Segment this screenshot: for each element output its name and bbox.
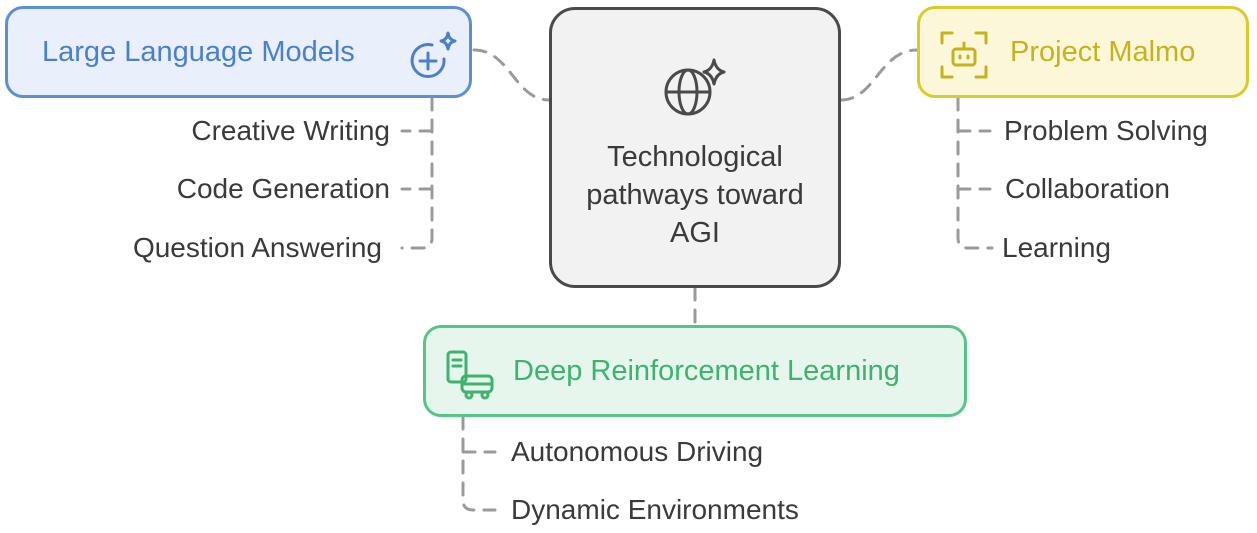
- phone-vehicle-icon: [446, 350, 494, 400]
- branch-deep-reinforcement-learning: Deep Reinforcement Learning: [423, 325, 967, 417]
- list-item: Dynamic Environments: [511, 494, 799, 525]
- branch-title: Project Malmo: [1010, 35, 1196, 68]
- list-item: Learning: [1002, 232, 1111, 263]
- center-node: Technological pathways toward AGI: [549, 7, 841, 288]
- list-item: Code Generation: [176, 173, 390, 204]
- branch-title: Large Language Models: [42, 35, 355, 68]
- branch-project-malmo: Project Malmo: [917, 6, 1249, 98]
- list-item: Question Answering: [132, 232, 382, 263]
- list-item: Creative Writing: [191, 115, 390, 146]
- list-item: Problem Solving: [1004, 115, 1208, 146]
- list-item: Autonomous Driving: [511, 436, 764, 467]
- add-sparkle-icon: [410, 31, 457, 78]
- center-label: Technological pathways toward AGI: [586, 141, 804, 249]
- robot-icon: [940, 31, 988, 79]
- globe-sparkle-icon: [664, 58, 726, 116]
- list-item: Collaboration: [1005, 173, 1170, 204]
- branch-large-language-models: Large Language Models: [5, 6, 472, 98]
- branch-title: Deep Reinforcement Learning: [513, 354, 900, 387]
